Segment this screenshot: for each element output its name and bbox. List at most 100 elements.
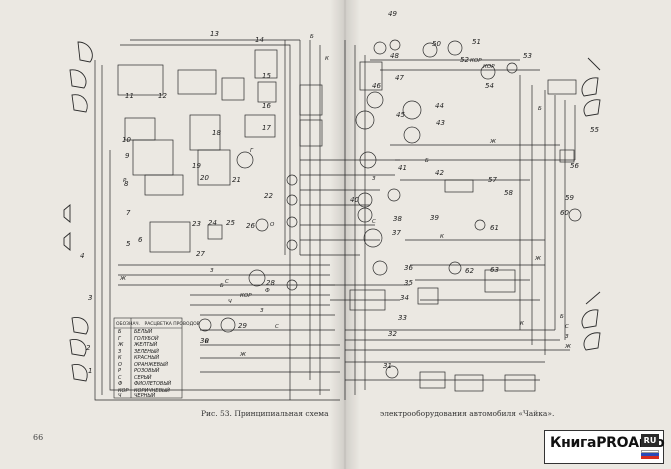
component-number: 60	[560, 209, 569, 217]
component-number: 54	[485, 82, 494, 90]
component-number: 21	[232, 176, 241, 184]
wire-label: С	[565, 324, 569, 330]
wire-label: Ж	[564, 344, 572, 350]
wire-label: Б	[425, 158, 429, 164]
legend-name: КРАСНЫЙ	[134, 355, 160, 361]
component-number: 28	[266, 279, 275, 287]
legend-name: БЕЛЫЙ	[134, 329, 153, 335]
component-number: 2	[86, 344, 91, 352]
wire-label: КОР	[483, 64, 495, 70]
wire-label: О	[270, 222, 275, 228]
component-number: 52	[460, 56, 469, 64]
component-number: 12	[158, 92, 167, 100]
wire-label: К	[325, 56, 330, 62]
component-number: 1	[88, 367, 92, 375]
component-number: 61	[490, 224, 499, 232]
wire-label: З	[260, 308, 264, 314]
component-number: 20	[200, 174, 209, 182]
wire-label: С	[372, 219, 376, 225]
component-number: 31	[383, 362, 392, 370]
legend-name: РОЗОВЫЙ	[134, 368, 160, 374]
legend-table-frame	[113, 317, 183, 399]
wire-label: Б	[538, 106, 542, 112]
legend-code: Ч	[118, 392, 122, 399]
component-number: 41	[398, 164, 407, 172]
wire-label: Б	[220, 283, 224, 289]
legend-name: КОРИЧНЕВЫЙ	[134, 387, 170, 394]
component-number: 45	[396, 111, 405, 119]
legend-code: О	[118, 361, 122, 368]
legend-code: С	[118, 374, 122, 381]
wire-label: С	[225, 279, 229, 285]
component-number: 50	[432, 40, 441, 48]
component-number: 19	[192, 162, 201, 170]
component-number: 4	[80, 252, 84, 260]
component-number: 58	[504, 189, 513, 197]
component-number: 10	[122, 136, 131, 144]
component-number: 46	[372, 82, 381, 90]
watermark-text: КнигаPROАвто	[550, 435, 665, 451]
component-number: 27	[196, 250, 205, 258]
site-watermark: КнигаPROАвто RU	[544, 430, 665, 464]
component-number: 5	[126, 240, 131, 248]
component-number: 53	[523, 52, 532, 60]
component-number: 55	[590, 126, 599, 134]
component-number: 56	[570, 162, 579, 170]
component-number: 11	[125, 92, 134, 100]
component-number: 8	[124, 180, 129, 188]
component-number: 43	[436, 119, 445, 127]
component-number: 29	[238, 322, 247, 330]
figure-caption-right: электрооборудования автомобиля «Чайка».	[380, 409, 555, 418]
component-number: 6	[138, 236, 143, 244]
legend-name: ФИОЛЕТОВЫЙ	[134, 381, 172, 387]
wire-label: К	[520, 321, 525, 327]
component-number: 42	[435, 169, 444, 177]
component-number: 63	[490, 266, 499, 274]
component-number: 33	[398, 314, 407, 322]
legend-code: З	[118, 348, 122, 355]
wire-label: Ч	[228, 299, 232, 305]
wire-label: Б	[560, 314, 564, 320]
page-number: 66	[33, 433, 44, 442]
component-number: 39	[430, 214, 439, 222]
legend-code: Г	[118, 335, 121, 342]
legend-code: К	[118, 355, 122, 361]
legend-name: ОРАНЖЕВЫЙ	[134, 361, 168, 368]
component-number: 14	[255, 36, 264, 44]
legend-header-code: ОБОЗНАЧ.	[116, 322, 141, 327]
russia-flag-icon	[641, 450, 659, 459]
wire-label: Ж	[489, 139, 497, 145]
component-number: 24	[208, 219, 217, 227]
legend-code: Б	[118, 329, 122, 335]
wire-label: Р	[123, 178, 127, 184]
wire-label: КОР	[470, 58, 482, 64]
wire-label: Ж	[534, 256, 542, 262]
legend-code: Ж	[118, 342, 124, 348]
component-number: 38	[393, 215, 402, 223]
legend-name: ЗЕЛЕНЫЙ	[134, 348, 159, 355]
component-number: 36	[404, 264, 413, 272]
wire-label: Г	[250, 148, 254, 154]
component-number: 25	[226, 219, 235, 227]
component-number: 49	[388, 10, 397, 18]
component-number: 47	[395, 74, 404, 82]
component-number: 13	[210, 30, 219, 38]
wire-label: Ф	[265, 288, 270, 294]
component-number: 51	[472, 38, 481, 46]
legend-name: ЖЕЛТЫЙ	[134, 342, 158, 348]
component-number: 16	[262, 102, 271, 110]
component-number: 9	[125, 152, 130, 160]
component-number: 44	[435, 102, 444, 110]
legend-code: Р	[118, 368, 122, 374]
figure-caption-left: Рис. 53. Принципиальная схема	[201, 409, 329, 418]
wire-label: Ж	[119, 276, 127, 282]
legend-name: ЧЕРНЫЙ	[134, 392, 156, 399]
legend-header-name: РАСЦВЕТКА ПРОВОДОВ	[144, 322, 200, 327]
wire-label: Ж	[239, 352, 247, 358]
wire-label: З	[210, 268, 214, 274]
component-number: 48	[390, 52, 399, 60]
wire-label: К	[205, 339, 210, 345]
component-number: 62	[465, 267, 474, 275]
